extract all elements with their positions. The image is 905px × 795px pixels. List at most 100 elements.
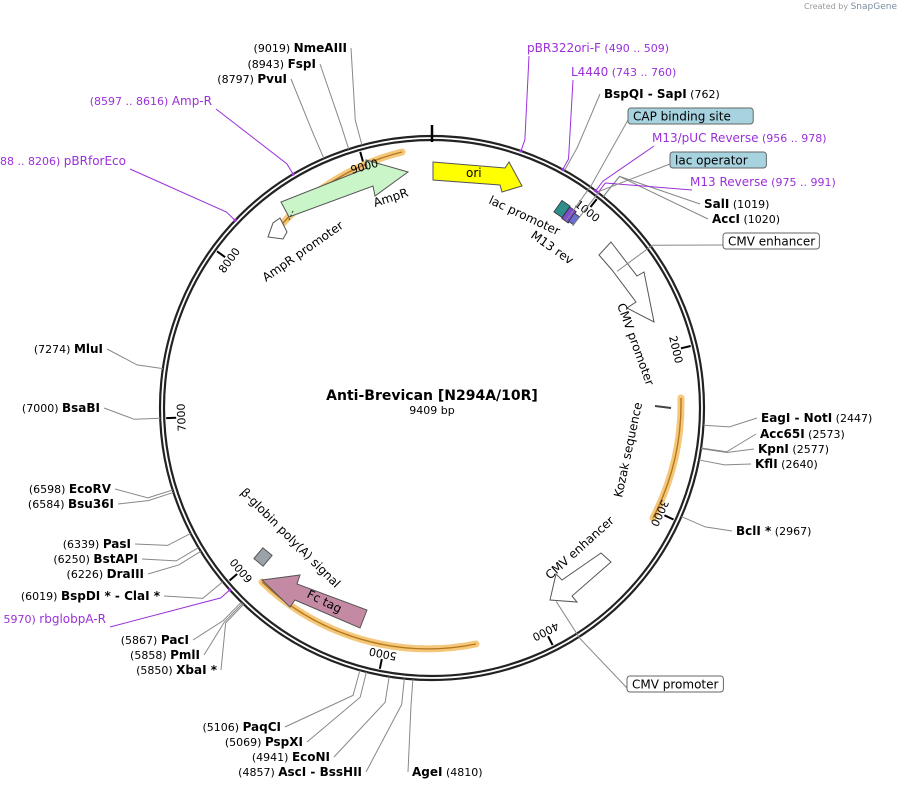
feature-lac-promoter-label: lac promoter <box>487 193 563 238</box>
enzyme-position: (4810) <box>442 766 482 779</box>
primer-leader <box>595 145 655 192</box>
enzyme-leader <box>163 581 224 599</box>
enzyme-leader <box>681 516 733 532</box>
enzyme-name: AgeI <box>412 765 442 779</box>
enzyme-name: PspXI <box>265 735 303 749</box>
enzyme-position: (2577) <box>789 443 829 456</box>
enzyme-leader <box>350 47 363 146</box>
enzyme-leader <box>192 601 242 641</box>
enzyme-position: (7274) <box>34 343 74 356</box>
enzyme-name: FspI <box>288 57 316 71</box>
primer-label: pBR322ori-F (490 .. 509) <box>527 41 669 55</box>
primer-leader <box>129 168 236 221</box>
enzyme-label: KflI (2640) <box>755 457 818 471</box>
enzyme-leader <box>103 407 161 420</box>
primer-position: pBRforEco <box>64 154 126 168</box>
feature-box-label: lac operator <box>675 154 748 168</box>
enzyme-position: (1020) <box>740 213 780 226</box>
tick-4000 <box>547 635 554 646</box>
enzyme-label: AgeI (4810) <box>412 765 483 779</box>
primer-position: rbglobpA-R <box>39 612 106 626</box>
enzyme-label: Acc65I (2573) <box>760 427 845 441</box>
enzyme-label: (7000) BsaBI <box>22 401 100 415</box>
highlight-kozak-core <box>652 397 682 519</box>
feature-kozak-label: Kozak sequence <box>611 401 645 499</box>
feature-cmv-enhancer-2-arrow <box>549 552 612 603</box>
enzyme-leader <box>698 459 752 466</box>
enzyme-position: (4857) <box>238 766 278 779</box>
primer-label: (8597 .. 8616) Amp-R <box>90 94 212 108</box>
primer-site-mark <box>561 167 565 172</box>
enzyme-leader <box>284 670 361 728</box>
enzyme-name: AccI <box>712 212 740 226</box>
primer-site-mark <box>594 189 598 193</box>
enzyme-position: (6339) <box>63 538 103 551</box>
enzyme-name: EcoNI <box>292 750 330 764</box>
enzyme-label: (5850) XbaI * <box>136 663 218 677</box>
tick-5000 <box>378 658 383 670</box>
enzyme-name: EagI - NotI <box>761 411 832 425</box>
feature-bglobin-box <box>253 547 273 567</box>
enzyme-name: BspQI - SapI <box>604 87 687 101</box>
enzyme-name: PacI <box>161 633 189 647</box>
leader-lines <box>103 47 758 773</box>
enzyme-position: (6250) <box>53 553 93 566</box>
enzyme-label: KpnI (2577) <box>758 442 829 456</box>
tick-label-7000: 7000 <box>175 403 189 431</box>
feature-ori-arrow <box>432 161 523 193</box>
enzyme-name: BclI * <box>736 524 772 538</box>
site-labels: (9019) NmeAIII(8943) FspI(8797) PvuI(727… <box>0 41 872 779</box>
enzyme-leader <box>407 679 414 773</box>
primer-leader <box>520 55 530 152</box>
feature-box-label: CMV enhancer <box>728 235 815 249</box>
enzyme-position: (6226) <box>67 568 107 581</box>
enzyme-position: (7000) <box>22 402 62 415</box>
enzyme-leader <box>365 678 405 773</box>
tick-label-5000: 5000 <box>368 645 398 663</box>
tick-label-4000: 4000 <box>530 619 561 643</box>
enzyme-label: AccI (1020) <box>712 212 780 226</box>
enzyme-name: Bsu36I <box>68 497 114 511</box>
primer-position: Amp-R <box>172 94 212 108</box>
enzyme-name: XbaI * <box>176 663 218 677</box>
enzyme-leader <box>564 93 601 171</box>
enzyme-leader <box>703 417 758 428</box>
snapgene-credit: Created by SnapGene <box>804 2 897 12</box>
enzyme-name: EcoRV <box>69 482 112 496</box>
enzyme-position: (4941) <box>252 751 292 764</box>
enzyme-label: (6250) BstAPI <box>53 552 138 566</box>
primer-name: M13/pUC Reverse <box>652 131 759 145</box>
tick-2000 <box>680 345 691 350</box>
feature-ori-label: ori <box>466 166 482 180</box>
enzyme-position: (5858) <box>130 649 170 662</box>
enzyme-label: (5858) PmlI <box>130 648 200 662</box>
enzyme-name: BstAPI <box>93 552 138 566</box>
feature-bglobin-label: β-globin poly(A) signal <box>238 485 343 590</box>
enzyme-leader <box>319 63 350 150</box>
feature-leader <box>616 244 724 272</box>
enzyme-name: PvuI <box>257 72 287 86</box>
enzyme-label: (6339) PasI <box>63 537 131 551</box>
feature-ampr-arrow <box>280 159 410 218</box>
tick-6000 <box>228 573 238 582</box>
tick-label-6000: 6000 <box>227 556 255 586</box>
enzyme-name: PmlI <box>170 648 200 662</box>
enzyme-leader <box>117 491 174 505</box>
enzyme-leader <box>220 603 245 671</box>
feature-fc-tag-arrow <box>260 574 368 629</box>
enzyme-name: AscI - BssHII <box>278 765 362 779</box>
enzyme-leader <box>114 488 173 499</box>
enzyme-position: (5867) <box>121 634 161 647</box>
enzyme-position: (5069) <box>225 736 265 749</box>
primer-position: (975 .. 991) <box>768 176 836 189</box>
enzyme-label: BclI * (2967) <box>736 524 811 538</box>
enzyme-label: (5867) PacI <box>121 633 189 647</box>
plasmid-size: 9409 bp <box>409 404 454 417</box>
enzyme-position: (1019) <box>729 198 769 211</box>
enzyme-name: BspDI * - ClaI * <box>61 589 161 603</box>
enzyme-leader <box>106 348 163 370</box>
tick-label-2000: 2000 <box>666 334 685 364</box>
feature-cmv-enhancer-arrow <box>598 241 655 323</box>
enzyme-position: (5106) <box>202 721 242 734</box>
enzyme-label: (7274) MluI <box>34 342 103 356</box>
